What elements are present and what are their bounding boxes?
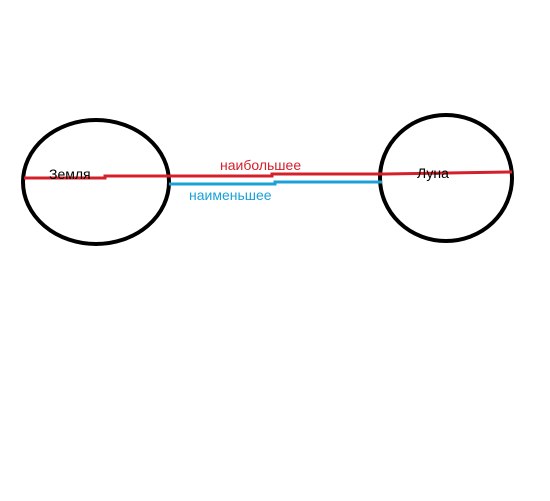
min-distance-label: наименьшее [189, 187, 272, 203]
min-distance-line [169, 180, 382, 186]
moon-label: Луна [417, 165, 449, 181]
max-distance-label: наибольшее [220, 157, 301, 173]
earth-circle [21, 118, 171, 246]
earth-label: Земля [49, 166, 91, 182]
moon-circle [378, 113, 514, 243]
max-distance-line [24, 170, 513, 180]
